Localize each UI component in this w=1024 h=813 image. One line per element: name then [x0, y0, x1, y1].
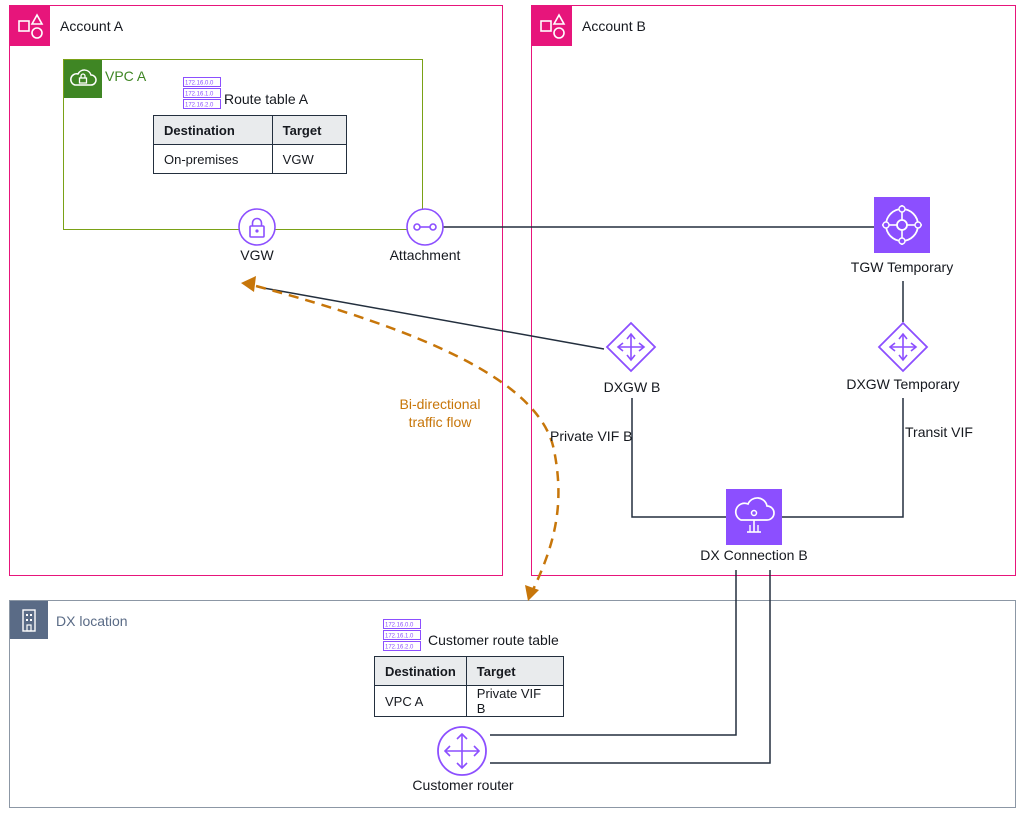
account-b-group [531, 5, 1016, 576]
private-vif-link [631, 398, 726, 518]
dxgw-b-label: DXGW B [603, 379, 661, 395]
dx-connection-label: DX Connection B [700, 547, 808, 563]
route-table-icon: 172.16.0.0 172.16.1.0 172.16.2.0 [183, 77, 221, 114]
dx-connection-node[interactable] [726, 489, 782, 550]
traffic-flow-arrowhead-bottom [525, 585, 539, 601]
transit-vif-label: Transit VIF [905, 424, 973, 440]
account-a-icon [10, 6, 50, 46]
route-table-icon: 172.16.0.0 172.16.1.0 172.16.2.0 [383, 619, 421, 656]
direct-connect-gateway-icon [877, 321, 929, 373]
svg-text:172.16.0.0: 172.16.0.0 [385, 623, 414, 629]
dxgw-temp-node[interactable] [876, 320, 930, 379]
dxgw-b-node[interactable] [604, 320, 658, 379]
table-row: On-premises VGW [153, 144, 348, 174]
table-cell: Private VIF B [465, 685, 565, 717]
transit-gateway-icon [874, 197, 930, 253]
private-vif-label: Private VIF B [550, 428, 633, 444]
table-header-row: Destination Target [153, 115, 348, 145]
traffic-flow-arrowhead-top [241, 276, 256, 292]
svg-text:172.16.2.0: 172.16.2.0 [185, 103, 214, 109]
table-header-row: Destination Target [374, 656, 565, 686]
account-b-icon [532, 6, 572, 46]
tgw-label: TGW Temporary [850, 259, 954, 275]
account-a-group [9, 5, 503, 576]
attachment-label: Attachment [389, 247, 461, 263]
vgw-node[interactable] [237, 207, 277, 252]
table-header: Destination [153, 115, 273, 145]
vpc-a-label: VPC A [105, 68, 147, 84]
customer-router-label: Customer router [412, 777, 514, 793]
building-icon [10, 601, 48, 639]
vgw-dxgw-b-link [257, 286, 605, 350]
dx-router-link-1 [490, 570, 737, 736]
table-cell: VGW [271, 144, 348, 174]
account-b-label: Account B [582, 18, 646, 34]
svg-text:172.16.1.0: 172.16.1.0 [185, 92, 214, 98]
table-header: Target [465, 656, 565, 686]
customer-router-node[interactable] [435, 724, 489, 783]
customer-route-table-title: Customer route table [428, 632, 559, 648]
table-cell: VPC A [374, 685, 467, 717]
dx-router-link-2 [490, 570, 771, 764]
traffic-flow-label-line1: Bi-directional [399, 396, 481, 412]
svg-text:172.16.0.0: 172.16.0.0 [185, 81, 214, 87]
dx-location-label: DX location [56, 613, 128, 629]
vgw-label: VGW [240, 247, 274, 263]
traffic-flow-label-line2: traffic flow [408, 414, 472, 430]
svg-text:172.16.1.0: 172.16.1.0 [385, 634, 414, 640]
route-table-a-title: Route table A [224, 91, 309, 107]
router-icon [437, 726, 487, 776]
account-a-label: Account A [60, 18, 124, 34]
table-cell: On-premises [153, 144, 273, 174]
attachment-icon [406, 208, 444, 246]
table-header: Target [271, 115, 348, 145]
table-row: VPC A Private VIF B [374, 685, 565, 717]
lock-icon [238, 208, 276, 246]
transit-vif-link [782, 398, 904, 518]
tgw-node[interactable] [874, 197, 930, 258]
vpc-icon [64, 60, 102, 98]
traffic-flow-arrow [255, 284, 560, 597]
table-header: Destination [374, 656, 467, 686]
customer-route-table: Destination Target VPC A Private VIF B [374, 656, 565, 717]
svg-text:172.16.2.0: 172.16.2.0 [385, 645, 414, 651]
route-table-a: Destination Target On-premises VGW [153, 115, 348, 174]
dx-location-group [9, 600, 1016, 808]
dxgw-temp-label: DXGW Temporary [846, 376, 960, 392]
attachment-node[interactable] [405, 207, 445, 252]
direct-connect-icon [726, 489, 782, 545]
direct-connect-gateway-icon [605, 321, 657, 373]
